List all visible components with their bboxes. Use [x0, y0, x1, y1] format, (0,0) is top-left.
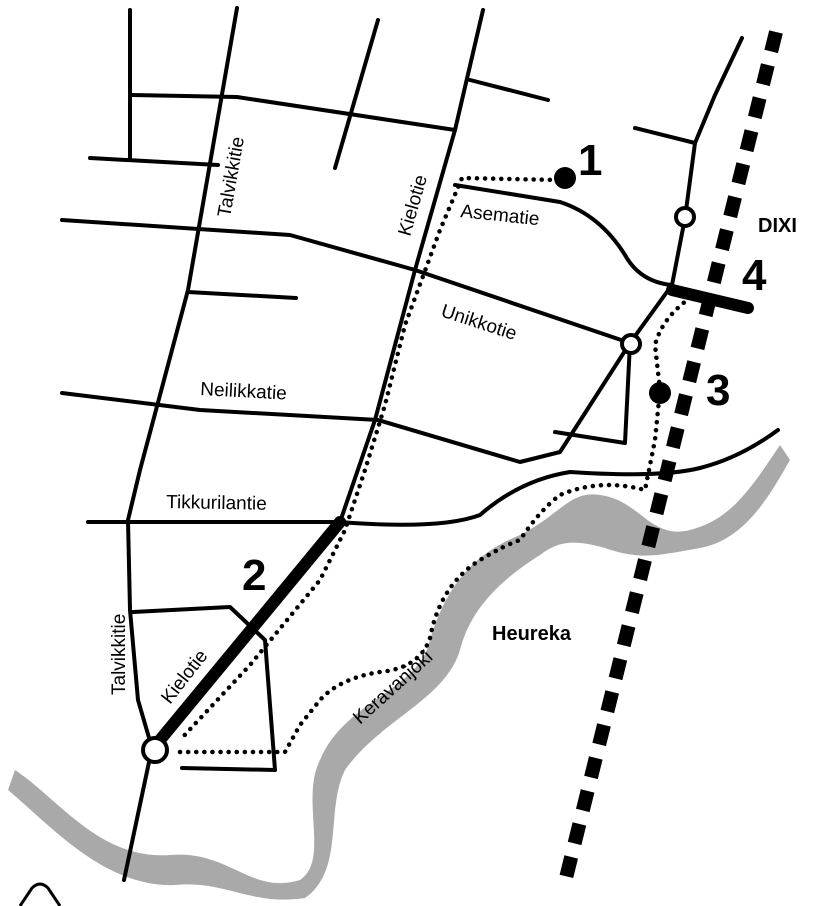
- label-dixi: DIXI: [758, 215, 797, 237]
- label-asematie: Asematie: [459, 201, 540, 230]
- label-talvikkitie-north: Talvikkitie: [214, 135, 249, 219]
- road-north-spur-4: [468, 78, 550, 102]
- road-asematie: [453, 183, 674, 287]
- road-north-spur-5: [633, 126, 697, 145]
- road-tikkurilantie: [86, 428, 780, 527]
- stop-circle-north-east: [674, 206, 696, 228]
- marker-number-1: 1: [578, 136, 602, 185]
- road-unikkotie: [60, 218, 632, 345]
- route-dotted-east: [652, 295, 693, 393]
- road-talvikkitie: [122, 6, 239, 882]
- route-highlight-segment-4: [666, 284, 754, 314]
- road-southwest-loop: [131, 605, 277, 772]
- road-east-main: [628, 36, 744, 345]
- road-network: [60, 6, 780, 882]
- label-talvikkitie-south: Talvikkitie: [109, 614, 130, 695]
- stop-circle-unikkotie: [620, 333, 642, 355]
- road-north-link-1: [130, 93, 457, 132]
- marker-number-3: 3: [706, 366, 730, 415]
- railway-line: [559, 30, 783, 880]
- label-neilikkatie: Neilikkatie: [200, 379, 288, 405]
- walking-routes: [177, 175, 693, 755]
- stop-circle-southwest: [141, 736, 169, 764]
- road-north-spur-3: [333, 18, 380, 170]
- route-dotted-south: [177, 387, 663, 755]
- marker-number-4: 4: [742, 251, 767, 300]
- partial-edge-shape: [18, 882, 62, 906]
- marker-number-2: 2: [242, 551, 266, 600]
- road-east-link: [553, 341, 632, 445]
- marker-dot-3: [649, 382, 671, 404]
- river-keravanjoki: [8, 445, 790, 900]
- road-west-spur: [186, 290, 298, 300]
- label-tikkurilantie: Tikkurilantie: [166, 492, 267, 515]
- label-kielotie-south: Kielotie: [157, 646, 212, 708]
- road-north-spur-2: [88, 156, 220, 167]
- label-heureka: Heureka: [492, 623, 572, 645]
- label-unikkotie: Unikkotie: [438, 301, 519, 345]
- marker-dot-1: [554, 167, 576, 189]
- route-highlight-segment-2: [154, 516, 346, 746]
